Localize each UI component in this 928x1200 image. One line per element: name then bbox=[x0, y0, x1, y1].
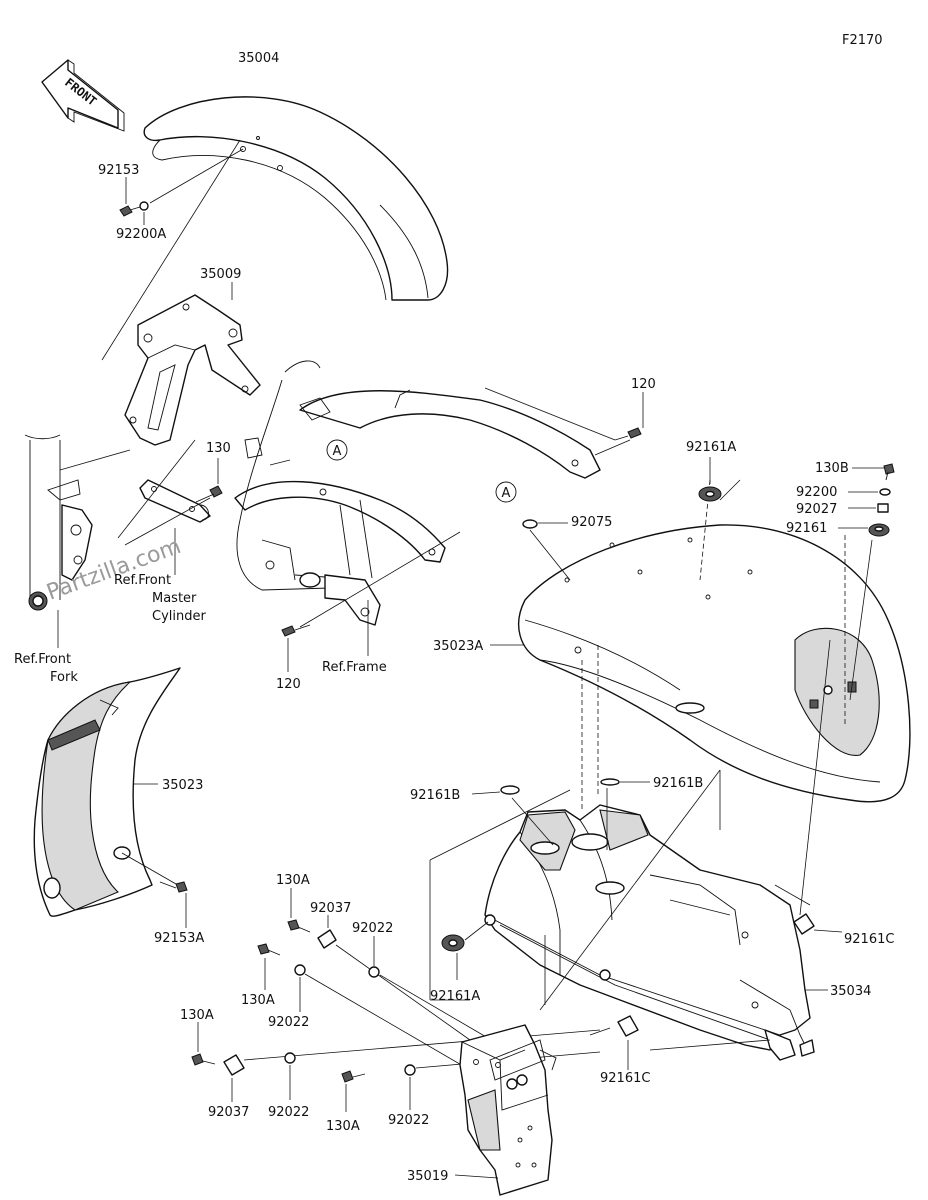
front-fender bbox=[143, 96, 449, 301]
bolt-130A-3 bbox=[191, 1053, 216, 1066]
ref-cylinder-line3: Cylinder bbox=[152, 609, 206, 624]
label-35034: 35034 bbox=[830, 984, 871, 999]
label-92022-3: 92022 bbox=[268, 1105, 309, 1120]
label-130A-3: 130A bbox=[180, 1008, 214, 1023]
grommet-92161A-bottom bbox=[441, 934, 465, 952]
grommet-92161A-top bbox=[698, 486, 722, 502]
label-92161A-bottom: 92161A bbox=[430, 989, 480, 1004]
washer-92200A bbox=[139, 201, 149, 211]
bolt-130A-4 bbox=[341, 1070, 366, 1083]
washer-92200 bbox=[879, 488, 891, 496]
master-cylinder-clamp bbox=[139, 479, 211, 523]
washer-92022-4 bbox=[404, 1064, 416, 1076]
front-inner-fender bbox=[33, 667, 181, 917]
label-92161A-top: 92161A bbox=[686, 440, 736, 455]
label-92200A: 92200A bbox=[116, 227, 166, 242]
svg-text:A: A bbox=[333, 444, 342, 459]
label-92161C-right: 92161C bbox=[844, 932, 894, 947]
ref-fork-line1: Ref.Front bbox=[14, 652, 71, 667]
label-92027: 92027 bbox=[796, 502, 837, 517]
label-92161B-left: 92161B bbox=[410, 788, 460, 803]
screw-92153A bbox=[159, 881, 188, 893]
washer-92022-2 bbox=[294, 964, 306, 976]
label-92022-4: 92022 bbox=[388, 1113, 429, 1128]
collar-92037-1 bbox=[317, 929, 337, 949]
label-92022-1: 92022 bbox=[352, 921, 393, 936]
label-120-top: 120 bbox=[631, 377, 656, 392]
label-35019: 35019 bbox=[407, 1169, 448, 1184]
rear-fender-stay bbox=[484, 804, 815, 1061]
label-35009: 35009 bbox=[200, 267, 241, 282]
bolt-120-top bbox=[614, 427, 642, 441]
grommet-92161 bbox=[868, 523, 890, 537]
ref-frame: Ref.Frame bbox=[322, 660, 387, 675]
washer-92022-3 bbox=[284, 1052, 296, 1064]
label-35023A: 35023A bbox=[433, 639, 483, 654]
grommet-92161C-right bbox=[793, 913, 815, 935]
ref-marker-a-frame: A bbox=[326, 439, 348, 461]
bolt-130A-1 bbox=[287, 919, 311, 933]
label-92153A: 92153A bbox=[154, 931, 204, 946]
grommet-92161B-right bbox=[600, 778, 620, 786]
front-arrow-icon: FRONT bbox=[41, 59, 125, 132]
bolt-130A-2 bbox=[257, 943, 281, 956]
ref-marker-a-fender: A bbox=[495, 481, 517, 503]
washer-92022-1 bbox=[368, 966, 380, 978]
label-35023: 35023 bbox=[162, 778, 203, 793]
label-92161: 92161 bbox=[786, 521, 827, 536]
label-92037-1: 92037 bbox=[310, 901, 351, 916]
ref-fork-line2: Fork bbox=[50, 670, 78, 685]
front-fork-reference bbox=[24, 434, 93, 611]
label-92153: 92153 bbox=[98, 163, 139, 178]
label-92161C-bottom: 92161C bbox=[600, 1071, 650, 1086]
fender-bracket bbox=[124, 294, 261, 446]
label-92022-2: 92022 bbox=[268, 1015, 309, 1030]
label-130A-4: 130A bbox=[326, 1119, 360, 1134]
ref-cylinder-line2: Master bbox=[152, 591, 197, 606]
label-92037-2: 92037 bbox=[208, 1105, 249, 1120]
ref-cylinder-line1: Ref.Front bbox=[114, 573, 171, 588]
label-130B: 130B bbox=[815, 461, 849, 476]
license-plate-bracket bbox=[459, 1024, 557, 1196]
label-130A-1: 130A bbox=[276, 873, 310, 888]
label-92200: 92200 bbox=[796, 485, 837, 500]
collar-92037-2 bbox=[223, 1054, 245, 1076]
svg-text:A: A bbox=[502, 486, 511, 501]
bolt-130B bbox=[883, 463, 895, 481]
grommet-92161B-left bbox=[500, 785, 520, 795]
screw-92153 bbox=[119, 205, 141, 217]
label-35004: 35004 bbox=[238, 51, 279, 66]
grommet-92075 bbox=[522, 519, 538, 529]
bolt-130 bbox=[195, 485, 223, 503]
collar-92027 bbox=[877, 503, 889, 513]
label-92161B-right: 92161B bbox=[653, 776, 703, 791]
figure-code: F2170 bbox=[842, 33, 883, 48]
label-92075: 92075 bbox=[571, 515, 612, 530]
bolt-120-bottom bbox=[281, 624, 311, 637]
label-130: 130 bbox=[206, 441, 231, 456]
grommet-92161C-bottom bbox=[617, 1015, 639, 1037]
label-120-bottom: 120 bbox=[276, 677, 301, 692]
label-130A-2: 130A bbox=[241, 993, 275, 1008]
rear-fender bbox=[517, 524, 911, 803]
